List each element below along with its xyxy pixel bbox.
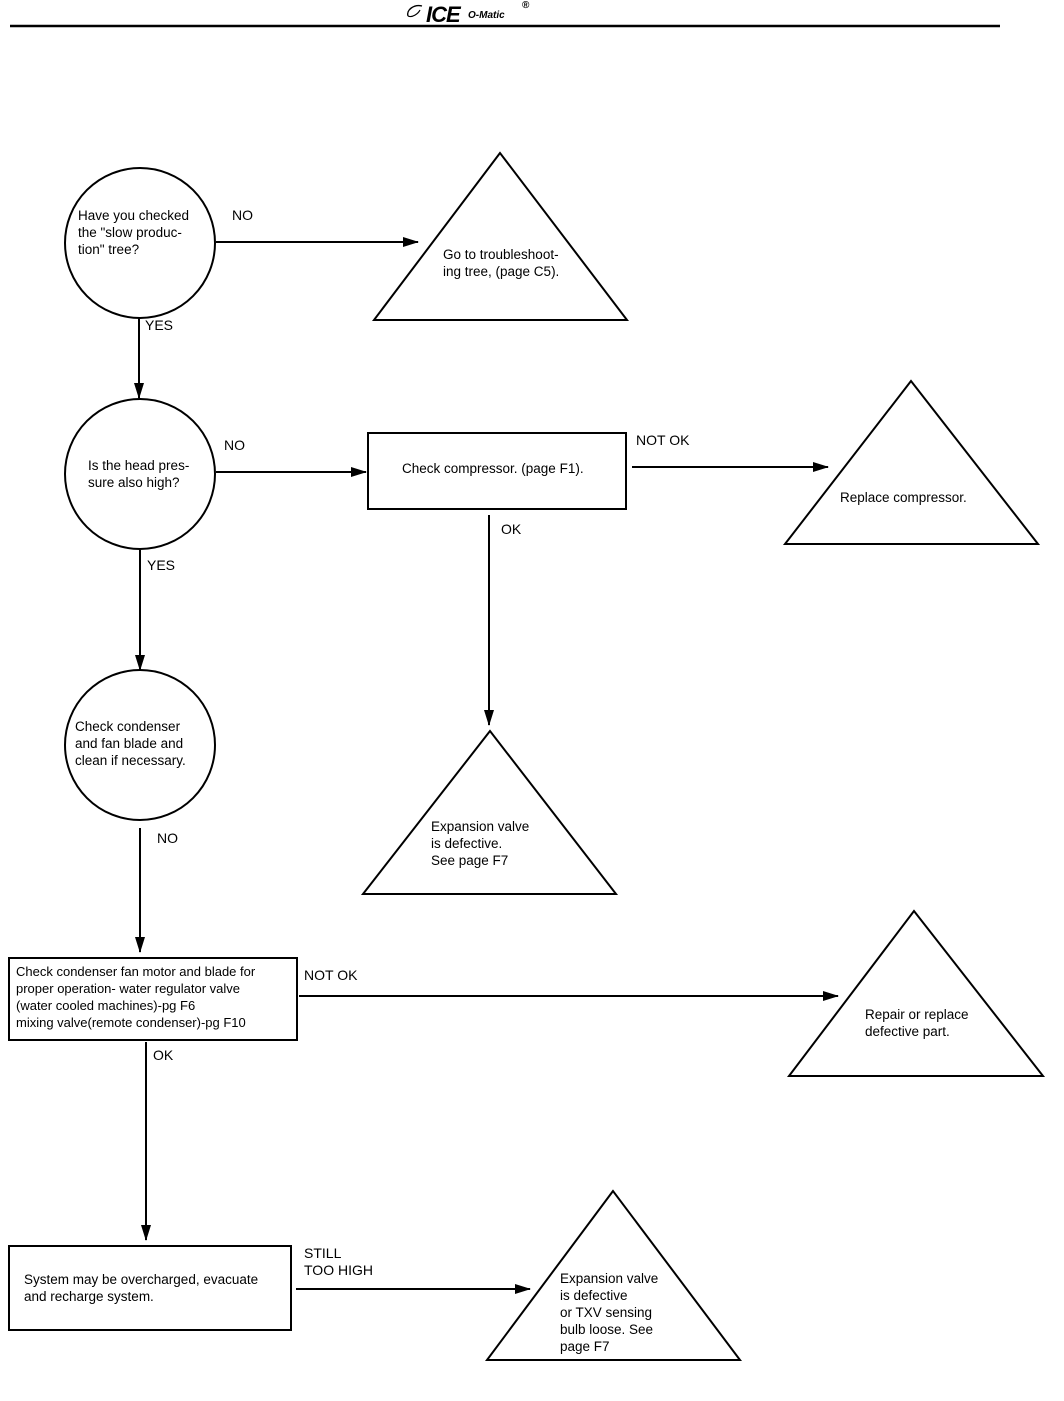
question-head-pressure	[64, 398, 216, 550]
edge-label-q3-no: NO	[157, 830, 178, 846]
edge-label-b1-notok: NOT OK	[636, 432, 690, 448]
logo-registered-mark: ®	[522, 0, 530, 11]
edge-label-b3-still-too-high: STILL TOO HIGH	[304, 1245, 373, 1278]
node-text-t4: Repair or replace defective part.	[865, 1007, 969, 1039]
node-text-t2: Replace compressor.	[840, 490, 967, 505]
terminal-go-to-troubleshooting	[371, 151, 630, 321]
logo-swoosh-icon	[407, 4, 423, 18]
box-check-condenser-fan-motor	[8, 957, 298, 1041]
node-text-b2-line2: proper operation- water regulator valve	[16, 981, 241, 996]
node-text-t5: Expansion valve is defective or TXV sens…	[560, 1271, 659, 1354]
edge-label-b2-ok: OK	[153, 1047, 174, 1063]
node-text-q3: Check condenser and fan blade and clean …	[75, 719, 186, 768]
node-text-b3: System may be overcharged, evacuate and …	[24, 1272, 259, 1304]
node-text-b1: Check compressor. (page F1).	[402, 461, 584, 476]
edge-label-q2-no: NO	[224, 437, 245, 453]
node-text-q1: Have you checked the "slow produc- tion"…	[78, 208, 190, 257]
box-check-compressor	[367, 432, 627, 510]
logo-sub-text: O-Matic	[468, 10, 505, 21]
node-text-b2-line3: (water cooled machines)-pg F6	[16, 998, 196, 1013]
edge-label-q2-yes: YES	[147, 557, 176, 573]
terminal-expansion-valve-defective	[360, 729, 619, 895]
node-text-b2-line4: mixing valve(remote condenser)-pg F10	[16, 1015, 246, 1030]
terminal-replace-compressor	[782, 379, 1041, 545]
edge-label-b1-ok: OK	[501, 521, 522, 537]
box-system-overcharged	[8, 1245, 292, 1331]
node-text-q2: Is the head pres- sure also high?	[88, 458, 190, 490]
terminal-repair-or-replace	[786, 909, 1046, 1077]
node-text-t1: Go to troubleshoot- ing tree, (page C5).	[443, 247, 560, 279]
edge-label-q1-yes: YES	[145, 317, 174, 333]
node-text-b2-line1: Check condenser fan motor and blade for	[16, 964, 256, 979]
edge-label-b2-notok: NOT OK	[304, 967, 358, 983]
ice-o-matic-logo: ICE O-Matic ®	[404, 0, 544, 27]
logo-main-text: ICE	[426, 2, 461, 27]
node-text-t3: Expansion valve is defective. See page F…	[431, 819, 530, 868]
edge-label-q1-no: NO	[232, 207, 253, 223]
terminal-expansion-valve-txv	[485, 1189, 743, 1361]
